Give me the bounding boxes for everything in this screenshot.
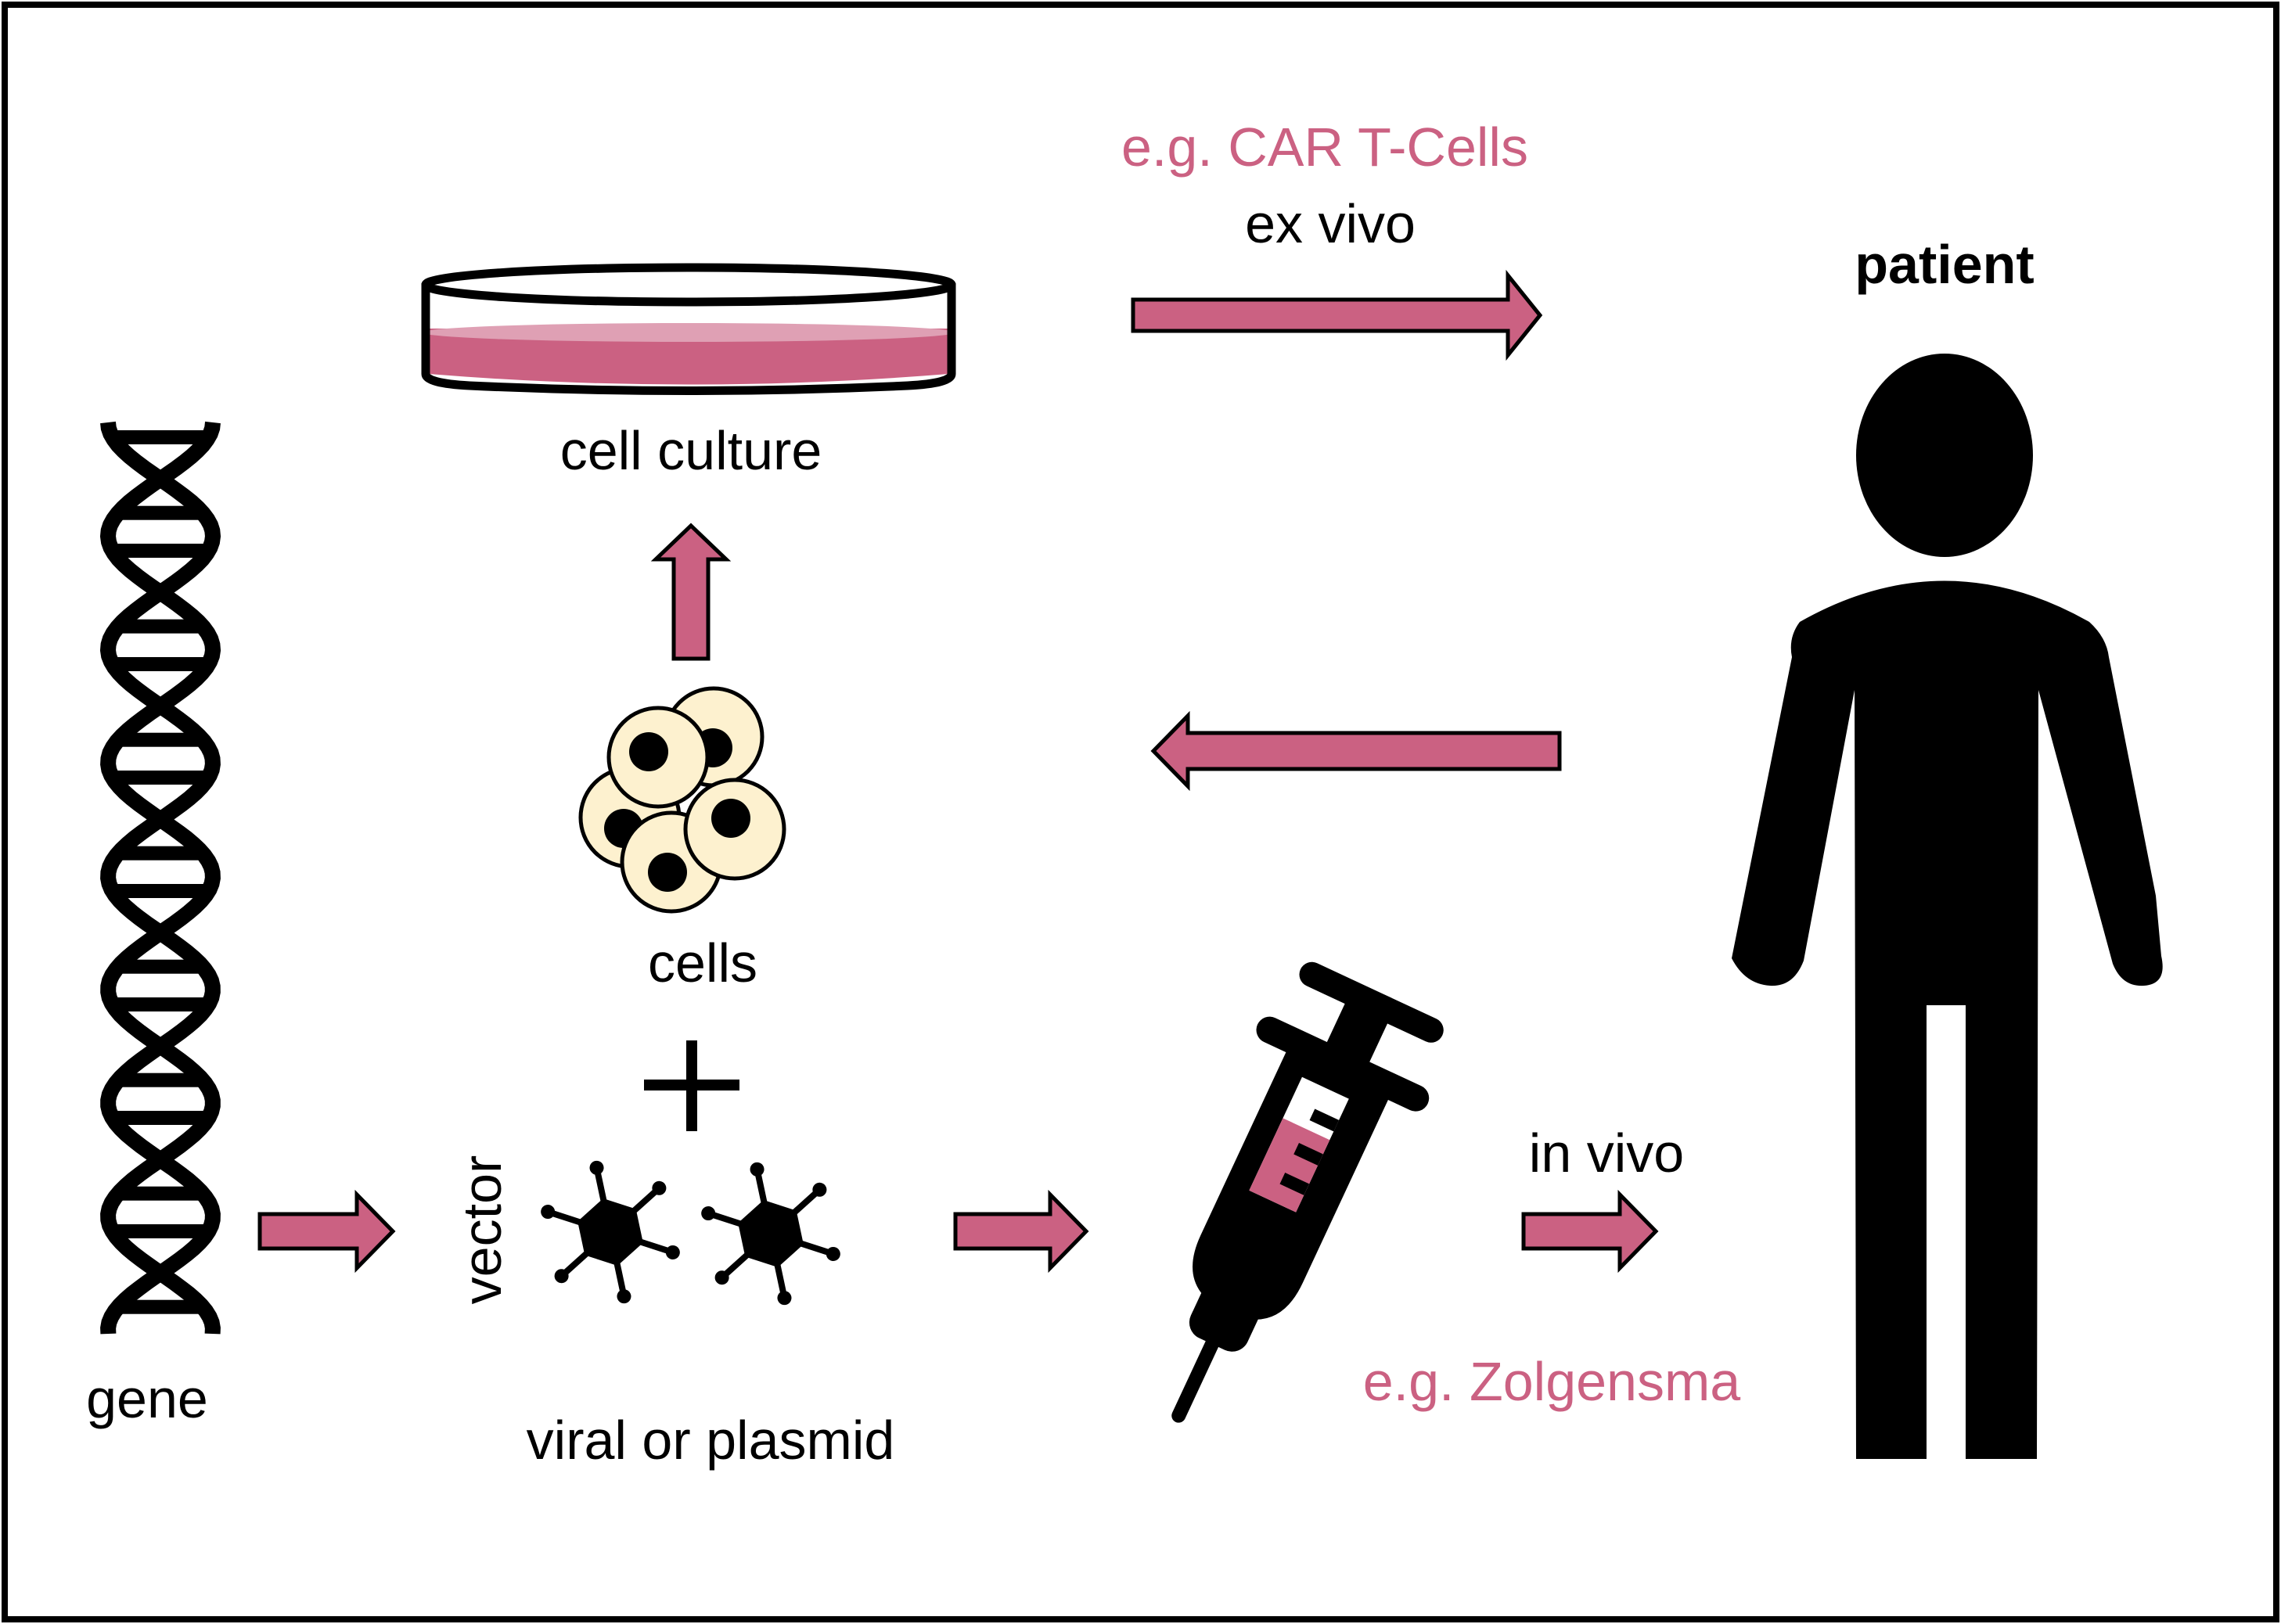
dna-rung [113, 997, 208, 1011]
in-vivo-label: in vivo [1529, 1123, 1684, 1184]
dna-rung [113, 657, 208, 671]
dna-rung [113, 430, 208, 444]
arrow-patient-to-cells [1150, 710, 1562, 792]
syringe-icon [1171, 961, 1444, 1423]
person-head [1856, 354, 2033, 557]
virus-spike-tip [826, 1246, 840, 1261]
virus-capsid [738, 1199, 804, 1268]
petri-dish-icon [421, 263, 956, 395]
cell [683, 778, 786, 881]
virus-spike-tip [750, 1162, 765, 1177]
dna-rung [117, 959, 203, 974]
cells-label: cells [648, 932, 757, 993]
arrow-vector-to-syringe [953, 1189, 1089, 1274]
dna-rung [113, 771, 208, 785]
arrow-culture-to-patient [1131, 269, 1543, 361]
cell-cluster-icon [578, 686, 786, 914]
person-icon [1732, 354, 2163, 1459]
virus-spike-tip [701, 1206, 716, 1221]
virus-spike-tip [617, 1289, 631, 1304]
dna-rung [117, 1072, 203, 1087]
dna-rung [113, 1111, 208, 1125]
arrow-gene-to-vector [257, 1189, 396, 1274]
gene-label: gene [86, 1368, 208, 1429]
virus-spike-tip [812, 1182, 827, 1197]
dna-helix-icon [99, 421, 221, 1335]
dna-strand [99, 421, 221, 1335]
dna-rung [113, 1224, 208, 1238]
dna-rung [117, 1299, 203, 1314]
patient-label: patient [1855, 234, 2034, 295]
arrow-syringe-to-patient [1521, 1189, 1659, 1274]
dna-rung [117, 1186, 203, 1201]
vector-label: vector [452, 1155, 513, 1305]
virus-capsid [577, 1198, 643, 1267]
plus-icon [644, 1040, 739, 1131]
dna-strand [99, 421, 221, 1335]
vector-type-label: viral or plasmid [527, 1410, 895, 1471]
virus-spike-tip [541, 1205, 556, 1220]
dna-rung [117, 846, 203, 861]
virus-spike-tip [652, 1180, 667, 1195]
virus-spike-tip [665, 1245, 680, 1259]
dna-rung [117, 619, 203, 634]
virus-spike-tip [554, 1269, 569, 1284]
virus-spike-tip [714, 1270, 729, 1285]
arrow-cells-to-culture [650, 523, 732, 661]
dna-rung [117, 505, 203, 520]
virus-spike-tip [589, 1160, 604, 1175]
cell [606, 706, 710, 809]
person-body [1732, 580, 2163, 1459]
dna-rung [113, 544, 208, 558]
virus-particle-icon [541, 1160, 680, 1304]
dna-rung [113, 884, 208, 898]
in-vivo-example-label: e.g. Zolgensma [1363, 1351, 1741, 1412]
ex-vivo-label: ex vivo [1245, 193, 1416, 254]
dna-rung [117, 732, 203, 747]
cell-culture-label: cell culture [560, 420, 822, 481]
virus-particle-icon [701, 1162, 840, 1306]
virus-spike-tip [777, 1291, 792, 1306]
ex-vivo-example-label: e.g. CAR T-Cells [1121, 117, 1528, 178]
